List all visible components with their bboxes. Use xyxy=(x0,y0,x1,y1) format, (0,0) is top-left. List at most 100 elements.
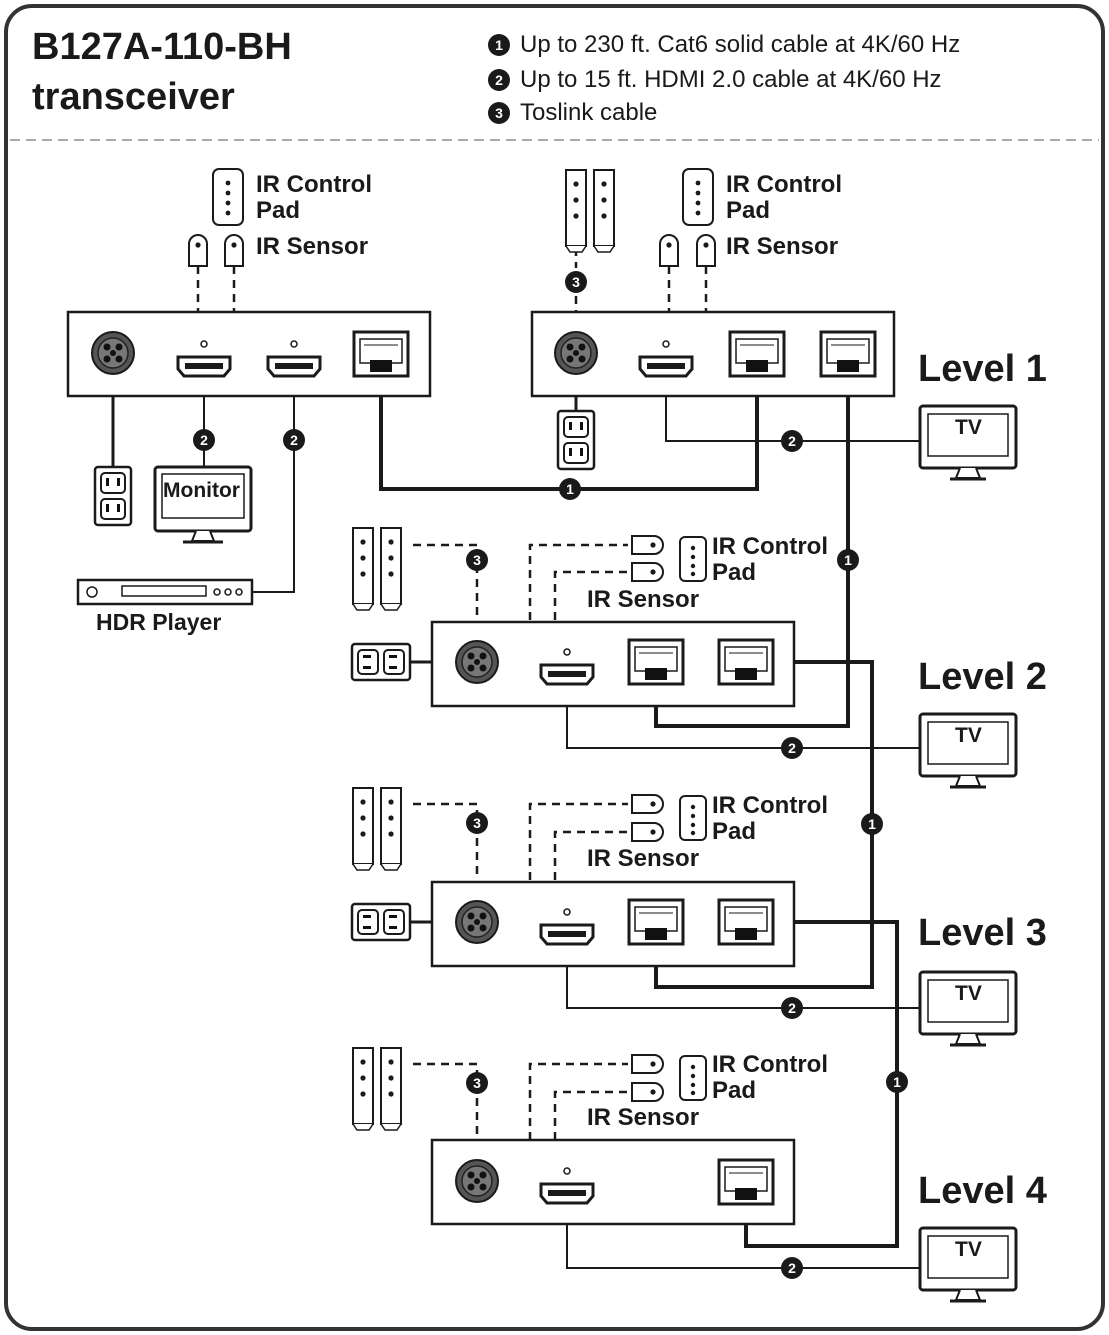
monitor-icon xyxy=(153,465,253,544)
ir-sensor-label: IR Sensor xyxy=(587,586,700,613)
ir-sensor-icon xyxy=(696,234,716,267)
ir-sensor-icon xyxy=(224,234,244,267)
level-4-label: Level 4 xyxy=(918,1170,1047,1212)
diagram-title-line2: transceiver xyxy=(32,76,235,118)
ir-control-pad-label-1: IR Control xyxy=(726,171,842,198)
cable-badge-circle xyxy=(781,1257,803,1279)
hdmi-cable-player xyxy=(252,376,295,593)
diagram-frame xyxy=(4,4,1105,1331)
legend-number-2: 2 xyxy=(488,69,510,91)
wall-outlet-icon xyxy=(93,465,133,527)
hdr-player-icon xyxy=(76,578,254,606)
ir-control-pad-label-2: Pad xyxy=(726,197,771,224)
legend-item-3: 3 Toslink cable xyxy=(488,99,657,127)
ir-dashed-lines xyxy=(196,248,708,1140)
tv-label: TV xyxy=(955,982,982,1005)
legend-text-3: Toslink cable xyxy=(520,99,658,126)
ir-control-pad-label-2: Pad xyxy=(712,818,757,845)
transceiver-level3 xyxy=(430,880,796,968)
cable-badge-circle xyxy=(559,478,581,500)
ir-control-pad-label-2: Pad xyxy=(712,1077,757,1104)
ir-control-pad-icon xyxy=(212,168,244,226)
cable-badge-circle xyxy=(283,429,305,451)
legend-number-3: 3 xyxy=(488,102,510,124)
diagram-title-line1: B127A-110-BH xyxy=(32,26,292,68)
ir-sensor-icon xyxy=(188,234,208,267)
cable-badge-number: 2 xyxy=(788,1000,796,1016)
cable-badge-number: 1 xyxy=(566,481,574,497)
legend-item-2: 2 Up to 15 ft. HDMI 2.0 cable at 4K/60 H… xyxy=(488,66,942,94)
ir-control-pad-icon xyxy=(679,1055,707,1101)
cable-badge-number: 1 xyxy=(868,816,876,832)
audio-speaker-icon xyxy=(352,1047,402,1131)
cable-badge-circle xyxy=(466,1072,488,1094)
legend-item-1: 1 Up to 230 ft. Cat6 solid cable at 4K/6… xyxy=(488,31,960,59)
level-1-label: Level 1 xyxy=(918,348,1047,390)
cable-badge-circle xyxy=(466,549,488,571)
cable-badge-number: 2 xyxy=(200,432,208,448)
audio-speaker-icon xyxy=(565,169,615,253)
ir-control-pad-icon xyxy=(682,168,714,226)
tv-label: TV xyxy=(955,724,982,747)
cable-badge-number: 3 xyxy=(473,552,481,568)
cable-badge-number: 2 xyxy=(290,432,298,448)
ir-sensor-label: IR Sensor xyxy=(587,845,700,872)
transceiver-source xyxy=(66,310,432,398)
ir-sensor-icon xyxy=(631,535,664,555)
ir-control-pad-icon xyxy=(679,795,707,841)
cable-badge-number: 2 xyxy=(788,740,796,756)
cable-badge-number: 3 xyxy=(572,274,580,290)
audio-speaker-icon xyxy=(352,787,402,871)
ir-sensor-icon xyxy=(631,794,664,814)
monitor-label: Monitor xyxy=(163,479,240,502)
cable-badge-circle xyxy=(837,549,859,571)
ir-sensor-icon xyxy=(659,234,679,267)
cat6-cable-level3 xyxy=(654,660,874,989)
cable-badge-number: 3 xyxy=(473,1075,481,1091)
cable-badge-circle xyxy=(861,813,883,835)
transceiver-level2 xyxy=(430,620,796,708)
ir-control-pad-label-1: IR Control xyxy=(712,533,828,560)
transceiver-level1 xyxy=(530,310,896,398)
ir-control-pad-label-1: IR Control xyxy=(712,1051,828,1078)
cable-badge-circle xyxy=(466,812,488,834)
cable-badge-circle xyxy=(781,737,803,759)
cable-badge-circle xyxy=(781,997,803,1019)
wall-outlet-icon xyxy=(556,409,596,471)
cable-badge-number: 1 xyxy=(893,1074,901,1090)
wall-outlet-icon xyxy=(350,902,412,942)
cable-badge-number: 2 xyxy=(788,1260,796,1276)
ir-control-pad-icon xyxy=(679,536,707,582)
legend-number-1: 1 xyxy=(488,34,510,56)
cable-badge-circle xyxy=(193,429,215,451)
legend-text-2: Up to 15 ft. HDMI 2.0 cable at 4K/60 Hz xyxy=(520,66,942,93)
ir-control-pad-label-1: IR Control xyxy=(256,171,372,198)
ir-control-pad-label-2: Pad xyxy=(712,559,757,586)
level-3-label: Level 3 xyxy=(918,912,1047,954)
ir-sensor-label: IR Sensor xyxy=(256,233,369,260)
hdmi-cable-tv1 xyxy=(665,376,920,442)
legend-text-1: Up to 230 ft. Cat6 solid cable at 4K/60 … xyxy=(520,31,961,58)
tv-label: TV xyxy=(955,416,982,439)
audio-speaker-icon xyxy=(352,527,402,611)
wall-outlet-icon xyxy=(350,642,412,682)
ir-sensor-icon xyxy=(631,562,664,582)
transceiver-level4 xyxy=(430,1138,796,1226)
cable-badge-number: 3 xyxy=(473,815,481,831)
cable-badge-circle xyxy=(886,1071,908,1093)
ir-sensor-icon xyxy=(631,1082,664,1102)
cat6-cable-level4 xyxy=(744,920,899,1248)
cable-badge-circle xyxy=(565,271,587,293)
ir-sensor-icon xyxy=(631,1054,664,1074)
tv-label: TV xyxy=(955,1238,982,1261)
ir-sensor-label: IR Sensor xyxy=(587,1104,700,1131)
ir-control-pad-label-1: IR Control xyxy=(712,792,828,819)
ir-control-pad-label-2: Pad xyxy=(256,197,301,224)
hdr-player-label: HDR Player xyxy=(96,609,222,635)
ir-sensor-label: IR Sensor xyxy=(726,233,839,260)
cable-badge-circle xyxy=(781,430,803,452)
level-2-label: Level 2 xyxy=(918,656,1047,698)
